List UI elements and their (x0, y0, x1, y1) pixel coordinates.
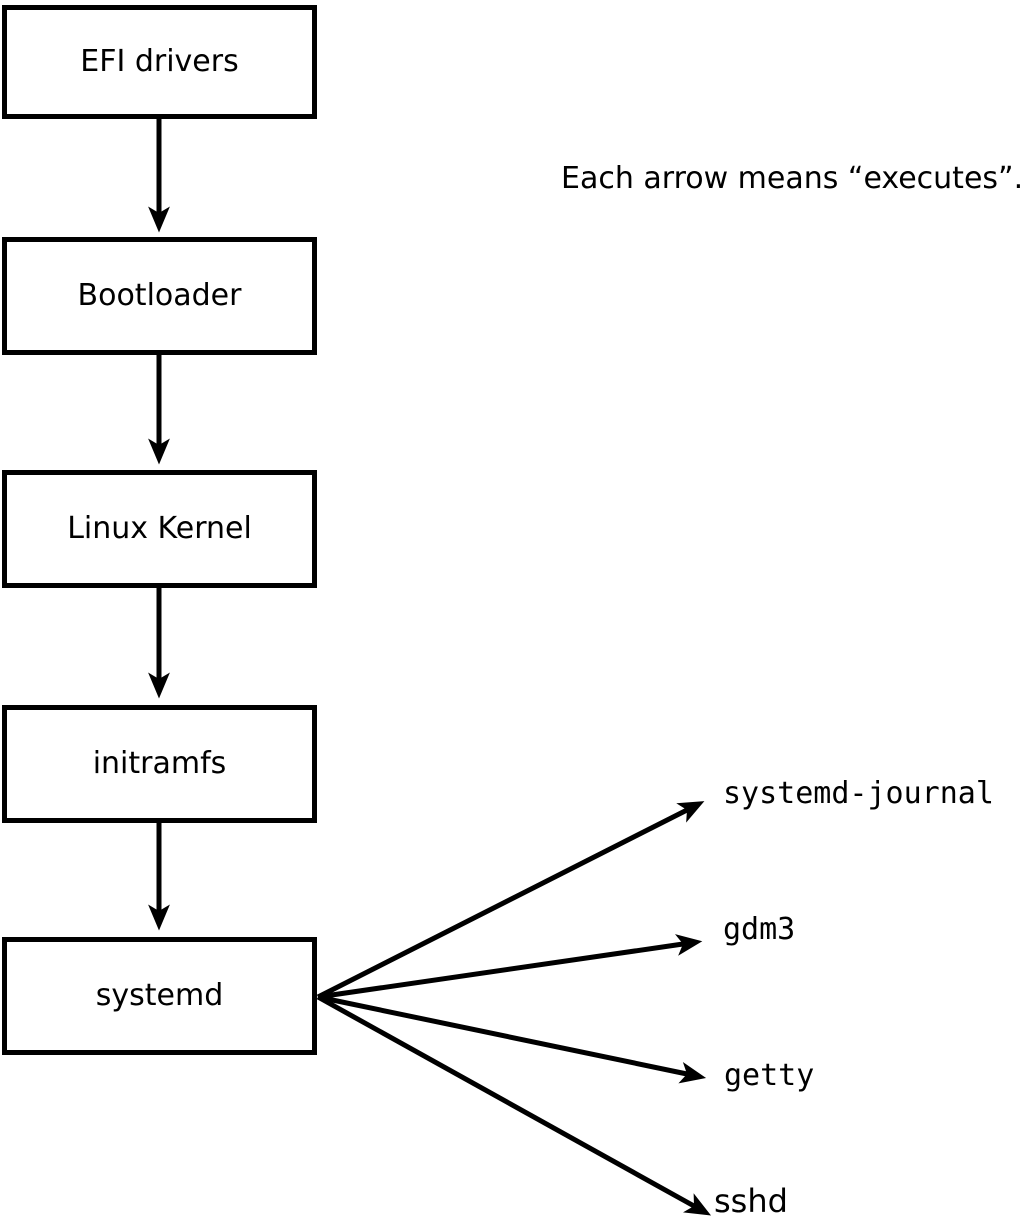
process-label-systemd-journal: systemd-journal (723, 776, 994, 811)
arrow-systemd-to-journal (316, 801, 705, 1000)
node-linux-kernel-label: Linux Kernel (67, 511, 252, 546)
node-efi-drivers: EFI drivers (2, 5, 317, 119)
arrow-systemd-to-getty (317, 994, 707, 1084)
node-initramfs: initramfs (2, 705, 317, 823)
process-label-sshd: sshd (714, 1182, 788, 1220)
node-systemd: systemd (2, 937, 317, 1055)
process-label-getty: getty (724, 1058, 815, 1093)
node-linux-kernel: Linux Kernel (2, 470, 317, 588)
arrow-systemd-to-gdm3 (317, 934, 703, 1000)
process-label-gdm3: gdm3 (723, 912, 796, 947)
node-systemd-label: systemd (95, 978, 224, 1013)
node-initramfs-label: initramfs (92, 746, 227, 781)
node-bootloader-label: Bootloader (77, 278, 242, 313)
node-bootloader: Bootloader (2, 237, 317, 355)
node-efi-drivers-label: EFI drivers (80, 44, 239, 79)
arrow-systemd-to-sshd (316, 994, 712, 1216)
arrow-meaning-note: Each arrow means “executes”. (561, 161, 1023, 196)
